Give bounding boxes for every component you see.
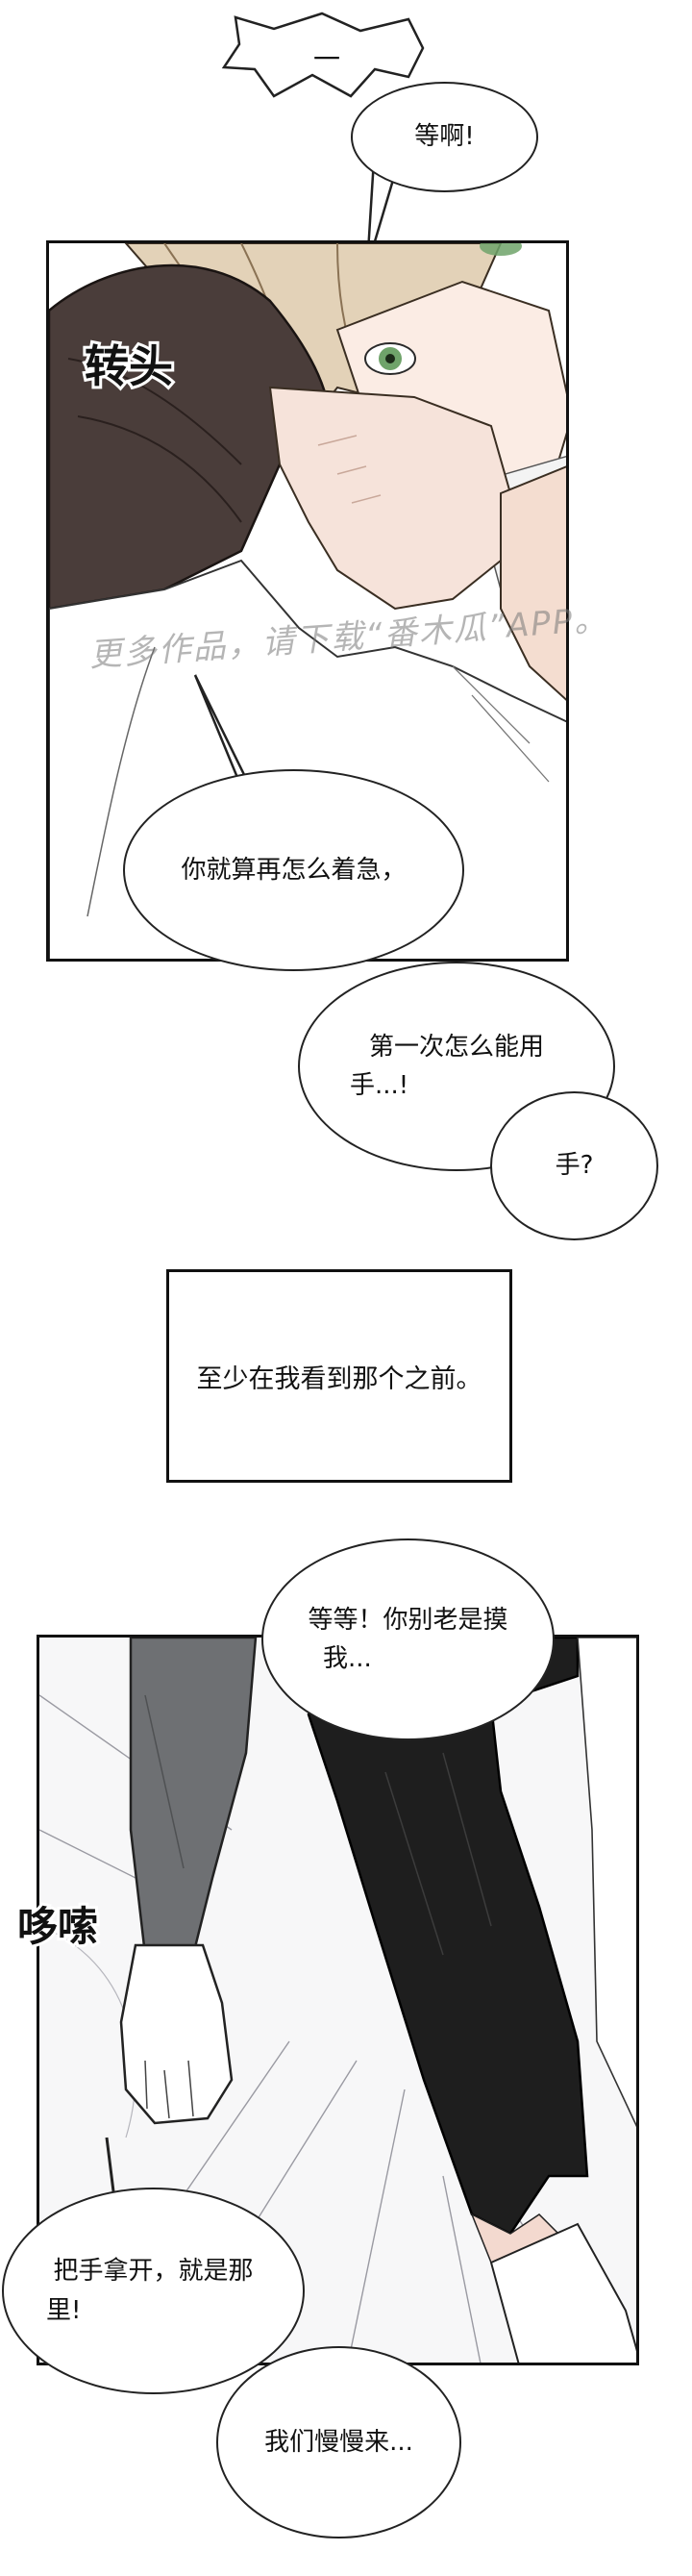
bubble-wait: 等啊! [351, 82, 538, 192]
sfx-tremble: 哆嗦 [14, 1900, 101, 1953]
bubble-take-it-slow-text: 我们慢慢来... [264, 2427, 413, 2457]
panel-kiss-art [49, 243, 566, 959]
bubble-move-hand: 把手拿开，就是那 里! [2, 2188, 305, 2394]
bubble-stop-touching-line2: 我... [323, 1644, 372, 1673]
shout-bubble-text: 一 [312, 43, 340, 75]
caption-text: 至少在我看到那个之前。 [196, 1363, 482, 1394]
bubble-hurry: 你就算再怎么着急， [123, 769, 464, 971]
bubble-stop-touching: 等等！你别老是摸 我... [261, 1538, 555, 1740]
sfx-turn-head: 转头 [82, 338, 176, 395]
bubble-first-time-line1: 第一次怎么能用 [368, 1032, 544, 1062]
shout-bubble [221, 12, 425, 98]
bubble-wait-text: 等啊! [414, 122, 475, 152]
caption-box: 至少在我看到那个之前。 [166, 1269, 512, 1483]
bubble-hurry-text: 你就算再怎么着急， [181, 855, 407, 885]
bubble-move-hand-line2: 里! [46, 2295, 82, 2325]
bubble-hand-question-text: 手? [555, 1151, 594, 1181]
bubble-hand-question: 手? [490, 1091, 658, 1240]
bubble-move-hand-line1: 把手拿开，就是那 [53, 2257, 254, 2287]
bubble-take-it-slow: 我们慢慢来... [216, 2346, 461, 2538]
bubble-stop-touching-line1: 等等！你别老是摸 [308, 1605, 508, 1635]
bubble-first-time-line2: 手...! [350, 1071, 409, 1100]
